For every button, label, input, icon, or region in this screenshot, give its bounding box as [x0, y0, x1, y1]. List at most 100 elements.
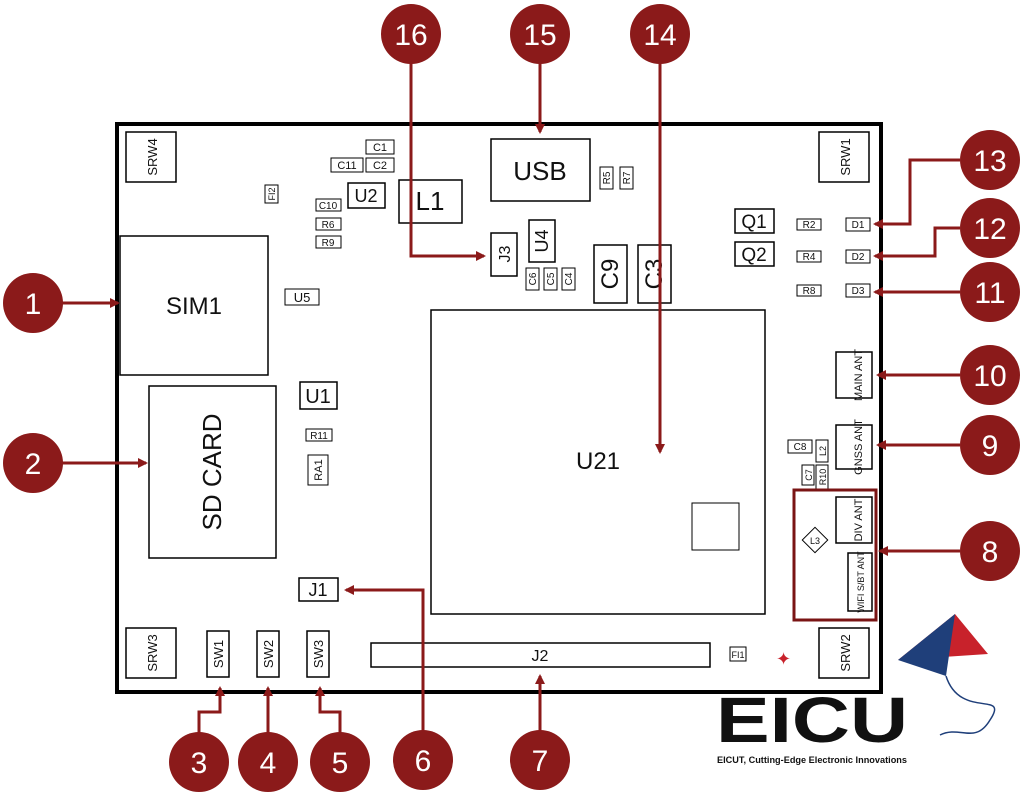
callout-circle: [3, 433, 63, 493]
wifi-region-highlight: [792, 488, 878, 622]
switch-sw1: SW1: [206, 630, 230, 678]
chip-u4: U4: [528, 219, 556, 263]
svg-text:U1: U1: [305, 386, 331, 408]
callout-number: 9: [982, 430, 999, 463]
screw-srw1: SRW1: [818, 131, 870, 183]
logo-star-icon: ✦: [776, 649, 791, 669]
callout-number: 4: [260, 747, 277, 780]
inductor-l1: L1: [398, 179, 463, 224]
cap-c7: C7: [801, 464, 815, 486]
svg-text:R5: R5: [602, 171, 613, 184]
svg-text:EICU: EICU: [716, 684, 908, 756]
svg-text:SIM1: SIM1: [166, 293, 222, 320]
resistor-r5: R5: [599, 166, 614, 190]
div-antenna-connector: DIV ANT: [835, 496, 873, 544]
diode-d3: D3: [845, 283, 871, 298]
svg-text:WIFI S/BT ANT: WIFI S/BT ANT: [856, 551, 866, 613]
callout-2: 2: [3, 433, 63, 493]
callout-3: 3: [169, 732, 229, 792]
svg-text:EICUT, Cutting-Edge Electronic: EICUT, Cutting-Edge Electronic Innovatio…: [717, 755, 907, 765]
switch-sw2: SW2: [256, 630, 280, 678]
svg-text:C11: C11: [337, 160, 356, 172]
svg-text:SW3: SW3: [311, 640, 326, 668]
cap-c11: C11: [330, 157, 364, 173]
callout-5: 5: [310, 732, 370, 792]
svg-text:J2: J2: [532, 648, 549, 665]
svg-text:SD CARD: SD CARD: [197, 413, 227, 530]
usb-connector: USB: [490, 138, 591, 202]
callout-number: 15: [523, 19, 556, 52]
callout-number: 13: [973, 145, 1006, 178]
callout-circle: [310, 732, 370, 792]
svg-text:SW2: SW2: [261, 640, 276, 668]
svg-text:C3: C3: [641, 259, 668, 290]
svg-text:D1: D1: [852, 220, 865, 231]
svg-text:J3: J3: [497, 245, 514, 262]
svg-text:SRW3: SRW3: [145, 634, 160, 671]
resistor-r11: R11: [305, 428, 333, 442]
screw-srw3: SRW3: [125, 627, 177, 679]
callout-10: 10: [960, 345, 1020, 405]
cap-c6: C6: [525, 267, 540, 291]
svg-text:R8: R8: [803, 286, 816, 297]
callout-circle: [510, 4, 570, 64]
callout-number: 8: [982, 536, 999, 569]
callout-circle: [169, 732, 229, 792]
svg-text:C2: C2: [373, 160, 387, 172]
callout-circle: [960, 345, 1020, 405]
svg-text:C5: C5: [546, 272, 557, 285]
svg-text:R9: R9: [322, 238, 335, 249]
module-u21: U21: [430, 309, 766, 615]
svg-text:SW1: SW1: [211, 640, 226, 668]
resistor-r2: R2: [796, 218, 822, 231]
callout-number: 12: [973, 213, 1006, 246]
leader-lines: [62, 62, 960, 740]
svg-text:D3: D3: [852, 286, 865, 297]
callout-number: 3: [191, 747, 208, 780]
cap-c1: C1: [365, 139, 395, 155]
resistor-r8: R8: [796, 284, 822, 297]
resistor-r6: R6: [315, 217, 342, 231]
sd-card-slot: SD CARD: [148, 385, 277, 559]
svg-text:R4: R4: [803, 252, 816, 263]
callout-circle: [960, 521, 1020, 581]
callout-number: 5: [332, 747, 349, 780]
cap-c8: C8: [787, 439, 813, 454]
svg-text:GNSS ANT: GNSS ANT: [853, 419, 865, 475]
screw-srw2: SRW2: [818, 627, 870, 679]
callout-circle: [960, 415, 1020, 475]
board-outline: [115, 122, 883, 694]
filter-fi1: FI1: [729, 646, 747, 662]
svg-text:C7: C7: [804, 469, 814, 481]
svg-text:U21: U21: [576, 448, 620, 475]
callout-13: 13: [960, 130, 1020, 190]
main-antenna-connector: MAIN ANT: [835, 349, 873, 401]
svg-text:D2: D2: [852, 252, 865, 263]
chip-u1: U1: [299, 381, 338, 410]
callout-number: 1: [25, 288, 42, 321]
connector-j2: J2: [370, 642, 711, 668]
callout-circle: [393, 730, 453, 790]
svg-text:U5: U5: [294, 290, 311, 305]
resistor-r4: R4: [796, 250, 822, 263]
callout-number: 2: [25, 448, 42, 481]
diode-d2: D2: [845, 249, 871, 264]
cap-c5: C5: [543, 267, 558, 291]
svg-text:C10: C10: [319, 201, 338, 212]
svg-text:Q1: Q1: [741, 212, 766, 233]
callout-14: 14: [630, 4, 690, 64]
callout-number: 10: [973, 360, 1006, 393]
svg-text:R2: R2: [803, 220, 816, 231]
callout-circle: [510, 730, 570, 790]
callout-8: 8: [960, 521, 1020, 581]
svg-text:C4: C4: [564, 272, 575, 285]
svg-text:C6: C6: [528, 272, 539, 285]
callout-16: 16: [381, 4, 441, 64]
wifi-bt-antenna-connector: WIFI S/BT ANT: [847, 551, 873, 613]
callout-6: 6: [393, 730, 453, 790]
connector-j1: J1: [298, 577, 339, 602]
inductor-l2: L2: [815, 439, 829, 463]
svg-text:Q2: Q2: [741, 245, 766, 266]
